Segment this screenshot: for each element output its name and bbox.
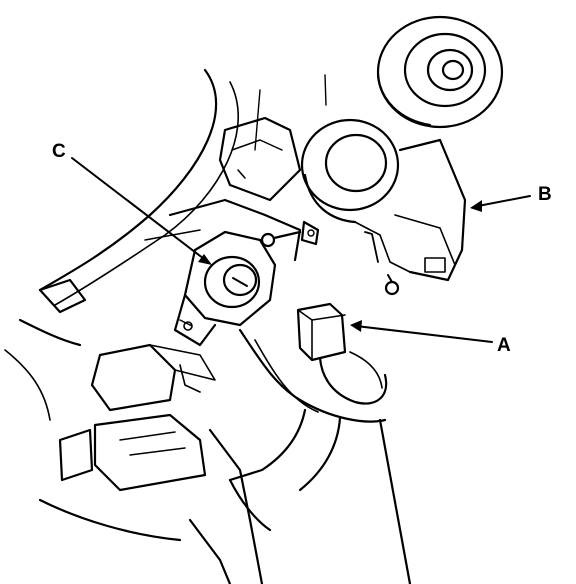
leader-line-c xyxy=(71,157,209,263)
wire-connector xyxy=(296,302,347,362)
arrowhead-c xyxy=(198,254,212,265)
callout-label-b: B xyxy=(538,184,552,205)
leader-line-a xyxy=(355,325,493,343)
callout-label-c: C xyxy=(52,141,66,162)
callout-label-a: A xyxy=(497,335,511,356)
leader-arrows xyxy=(71,157,531,343)
key-cylinder xyxy=(173,230,277,347)
mounting-screw-lower xyxy=(364,231,400,296)
ignition-switch-assembly xyxy=(300,15,504,282)
leader-line-b xyxy=(477,195,531,207)
steering-column-shroud xyxy=(4,68,327,421)
wiring-harness xyxy=(228,328,388,492)
lower-column-bracket xyxy=(38,343,412,584)
arrowhead-a xyxy=(350,320,362,332)
upper-bracket-housing xyxy=(144,116,302,262)
mounting-screw-upper xyxy=(260,220,320,248)
arrowhead-b xyxy=(470,200,482,212)
